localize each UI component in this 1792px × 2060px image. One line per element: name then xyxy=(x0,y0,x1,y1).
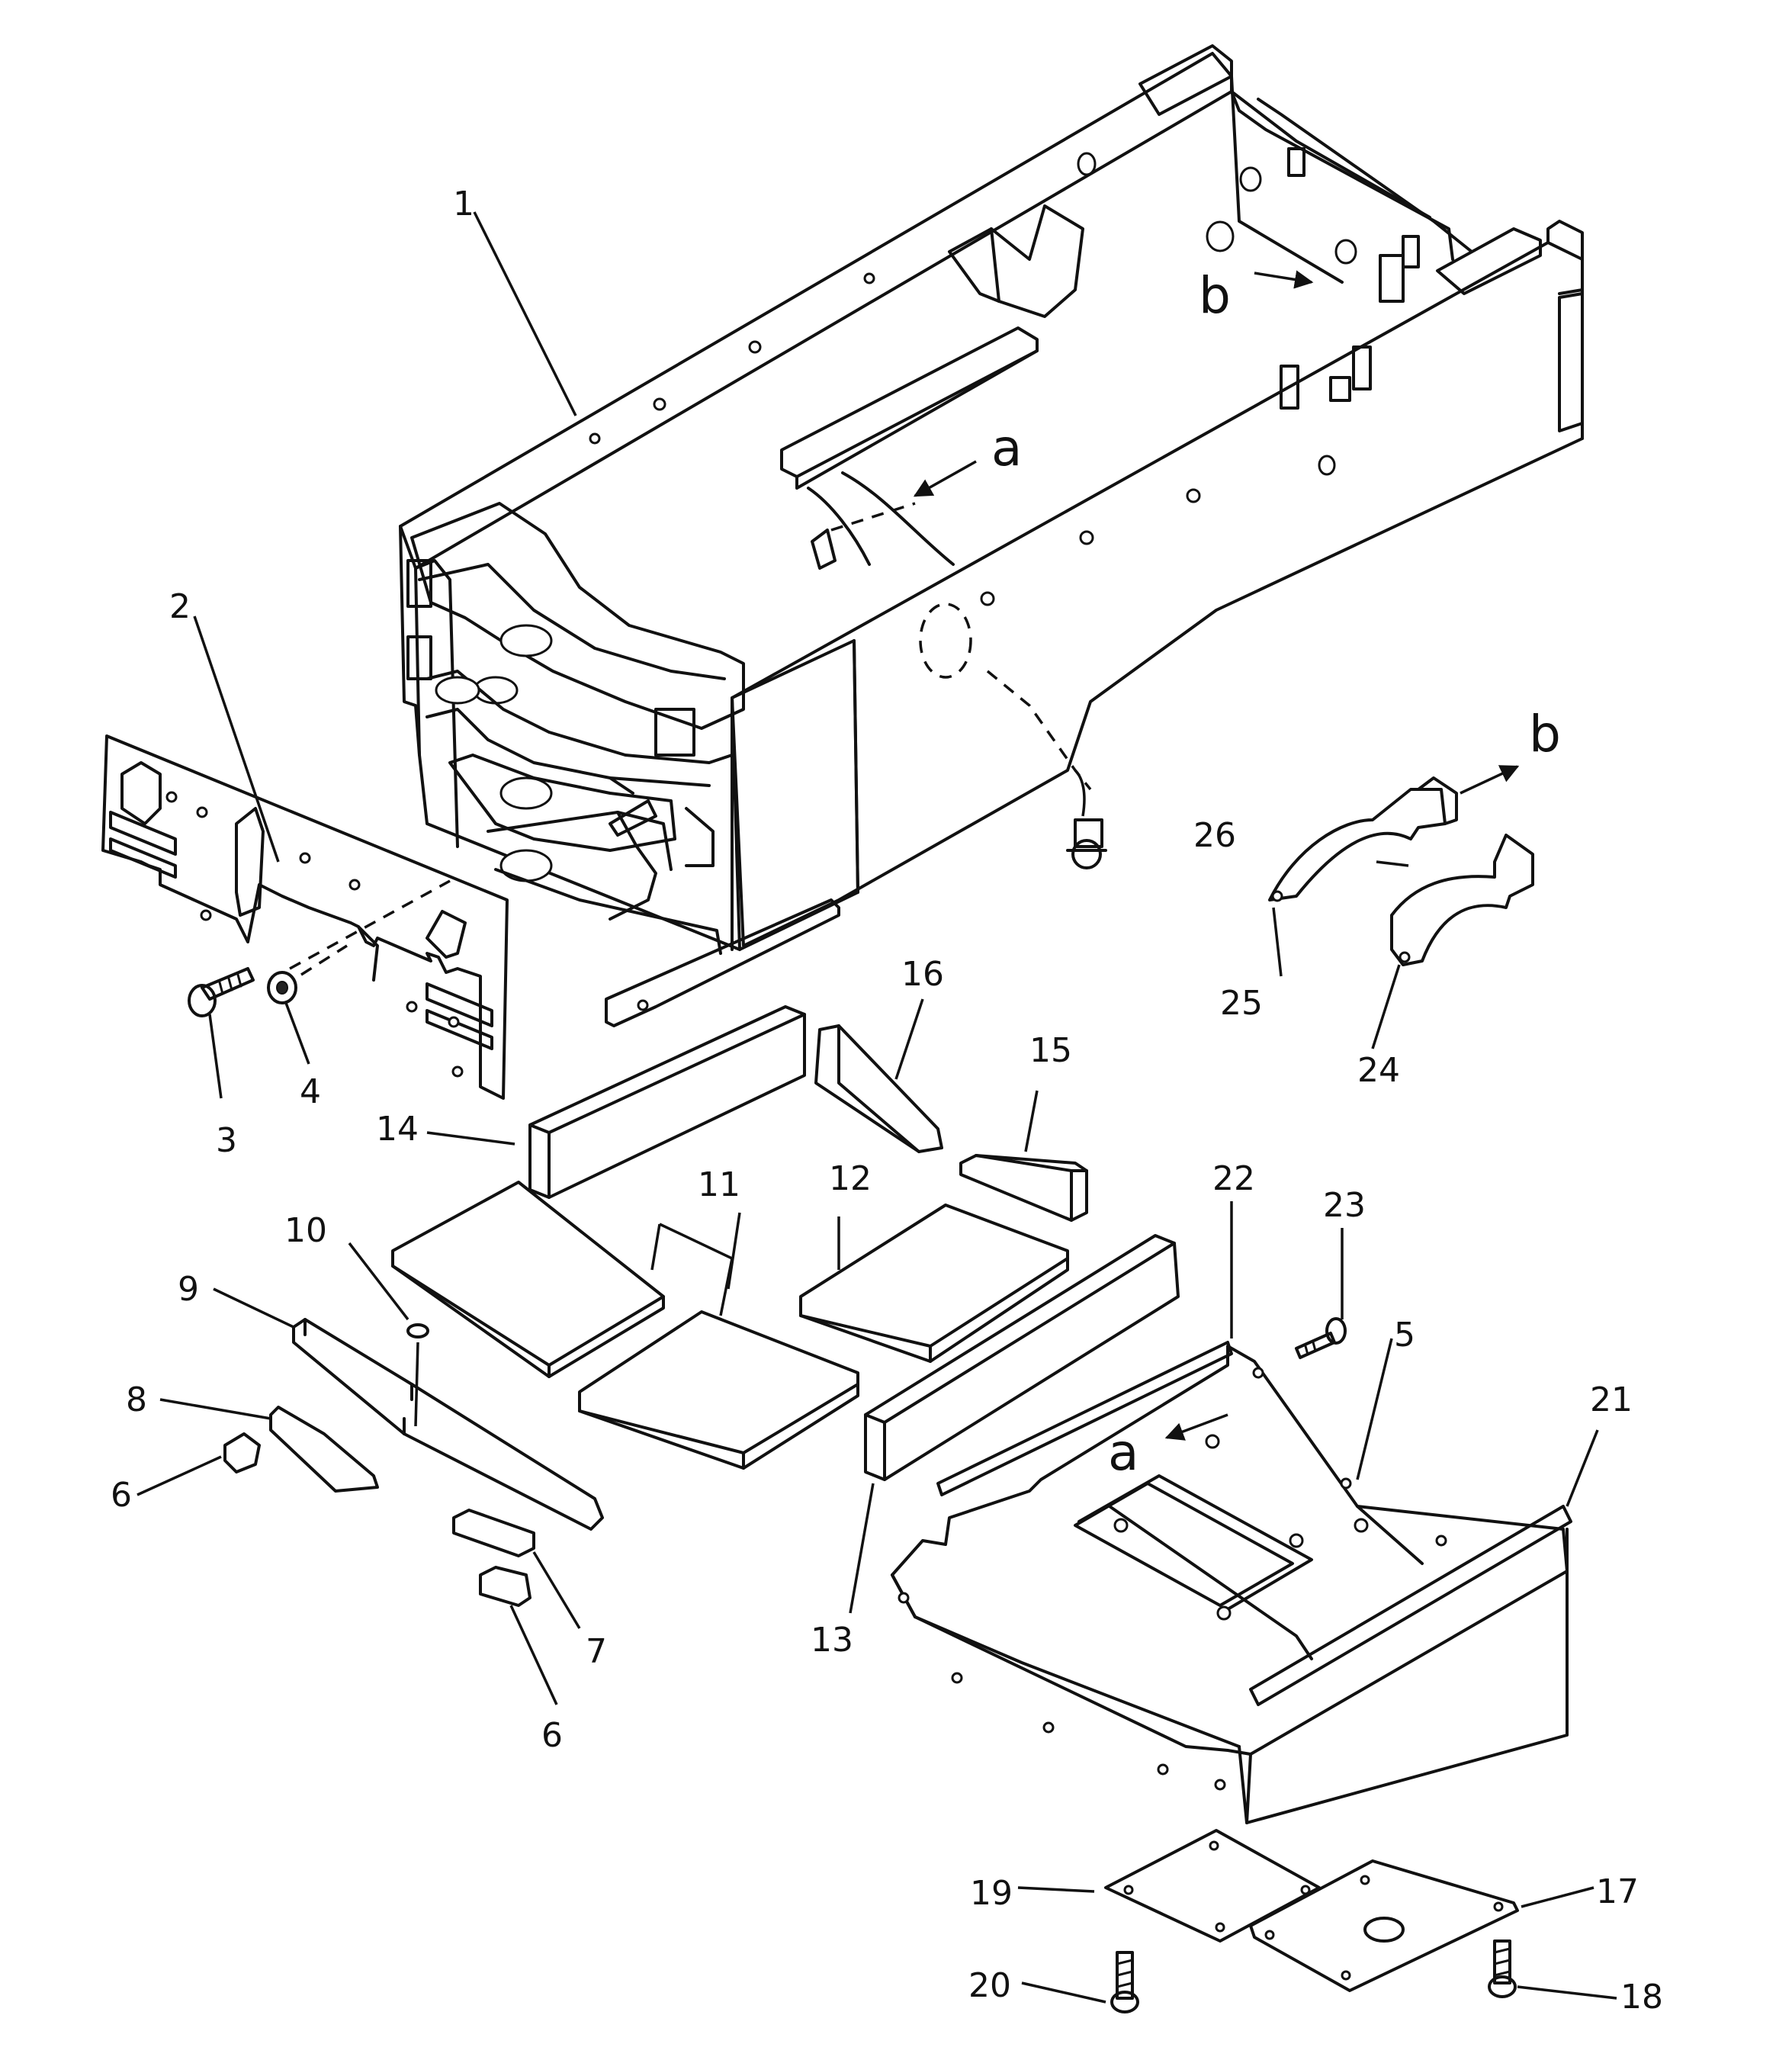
callout-7: 7 xyxy=(586,1632,607,1671)
callout-24: 24 xyxy=(1357,1051,1400,1090)
pad-part-13 xyxy=(864,1234,1180,1481)
under-cover-part-5 xyxy=(891,1345,1569,1824)
pad-part-14 xyxy=(528,1005,806,1199)
pad-part-12 xyxy=(799,1204,1069,1363)
grease-fitting-part-26 xyxy=(1066,818,1107,869)
front-cover-plate-part-2 xyxy=(101,734,509,1100)
leader-line-10-to-9 xyxy=(414,1342,419,1427)
main-frame-part-1 xyxy=(399,44,1584,1027)
strip-part-22 xyxy=(936,1341,1233,1496)
callout-6-upper: 6 xyxy=(111,1476,132,1515)
callout-numbers: 1 2 3 4 5 6 6 7 8 9 10 11 12 13 14 15 16… xyxy=(111,185,1663,2017)
callout-23: 23 xyxy=(1323,1186,1366,1225)
cover-plate-part-17 xyxy=(1249,1859,1519,1992)
washer-part-10 xyxy=(406,1323,429,1339)
block-part-7 xyxy=(452,1509,535,1557)
wedge-part-15 xyxy=(959,1154,1088,1222)
callout-18: 18 xyxy=(1620,1978,1663,2017)
callout-5: 5 xyxy=(1394,1316,1415,1355)
bolt-part-3 xyxy=(188,967,255,1017)
view-marker-b-top: b xyxy=(1199,266,1231,325)
callout-11: 11 xyxy=(698,1165,740,1204)
view-arrow-a-top xyxy=(913,460,977,497)
wedge-part-16 xyxy=(814,1024,943,1153)
view-marker-b-right: b xyxy=(1529,705,1561,763)
callout-2: 2 xyxy=(169,587,191,626)
leader-lines xyxy=(136,211,1617,2004)
cover-plate-part-19 xyxy=(1104,1829,1321,1943)
callout-4: 4 xyxy=(300,1072,321,1111)
callout-9: 9 xyxy=(178,1270,199,1309)
washer-part-4 xyxy=(267,971,297,1004)
callout-6-lower: 6 xyxy=(541,1716,563,1755)
view-arrow-b-right xyxy=(1460,765,1520,795)
callout-12: 12 xyxy=(829,1159,872,1198)
clamp-part-25 xyxy=(1268,776,1458,902)
bar-part-9 xyxy=(292,1318,604,1531)
assembly-line-4 xyxy=(300,944,348,976)
callout-20: 20 xyxy=(968,1966,1011,2005)
bolt-part-23 xyxy=(1295,1317,1347,1359)
callout-15: 15 xyxy=(1029,1031,1072,1070)
pad-part-11-upper xyxy=(391,1181,665,1378)
callout-3: 3 xyxy=(216,1121,237,1160)
view-arrow-a-bottom xyxy=(1164,1413,1228,1441)
strip-part-21 xyxy=(1249,1505,1572,1706)
block-part-6-upper xyxy=(223,1432,261,1473)
callout-10: 10 xyxy=(284,1211,327,1250)
view-marker-a-bottom: a xyxy=(1108,1423,1138,1482)
callout-22: 22 xyxy=(1212,1159,1255,1198)
callout-21: 21 xyxy=(1590,1380,1633,1419)
clamp-part-24 xyxy=(1390,834,1534,966)
callout-13: 13 xyxy=(811,1621,853,1660)
pad-part-11-lower xyxy=(578,1310,859,1470)
callout-14: 14 xyxy=(376,1110,419,1149)
bolt-part-18 xyxy=(1488,1939,1517,1998)
callout-16: 16 xyxy=(901,955,944,994)
callout-19: 19 xyxy=(970,1874,1013,1913)
view-arrow-b-top xyxy=(1254,270,1314,289)
callout-25: 25 xyxy=(1220,984,1263,1023)
callout-26: 26 xyxy=(1193,816,1236,855)
bolt-part-20 xyxy=(1110,1951,1139,2013)
wedge-part-8 xyxy=(269,1406,379,1493)
callout-8: 8 xyxy=(126,1380,147,1419)
block-part-6-lower xyxy=(479,1566,531,1607)
callout-17: 17 xyxy=(1596,1872,1639,1911)
callout-1: 1 xyxy=(453,185,474,223)
assembly-line-2 xyxy=(289,879,451,970)
view-marker-a-top: a xyxy=(991,419,1022,477)
